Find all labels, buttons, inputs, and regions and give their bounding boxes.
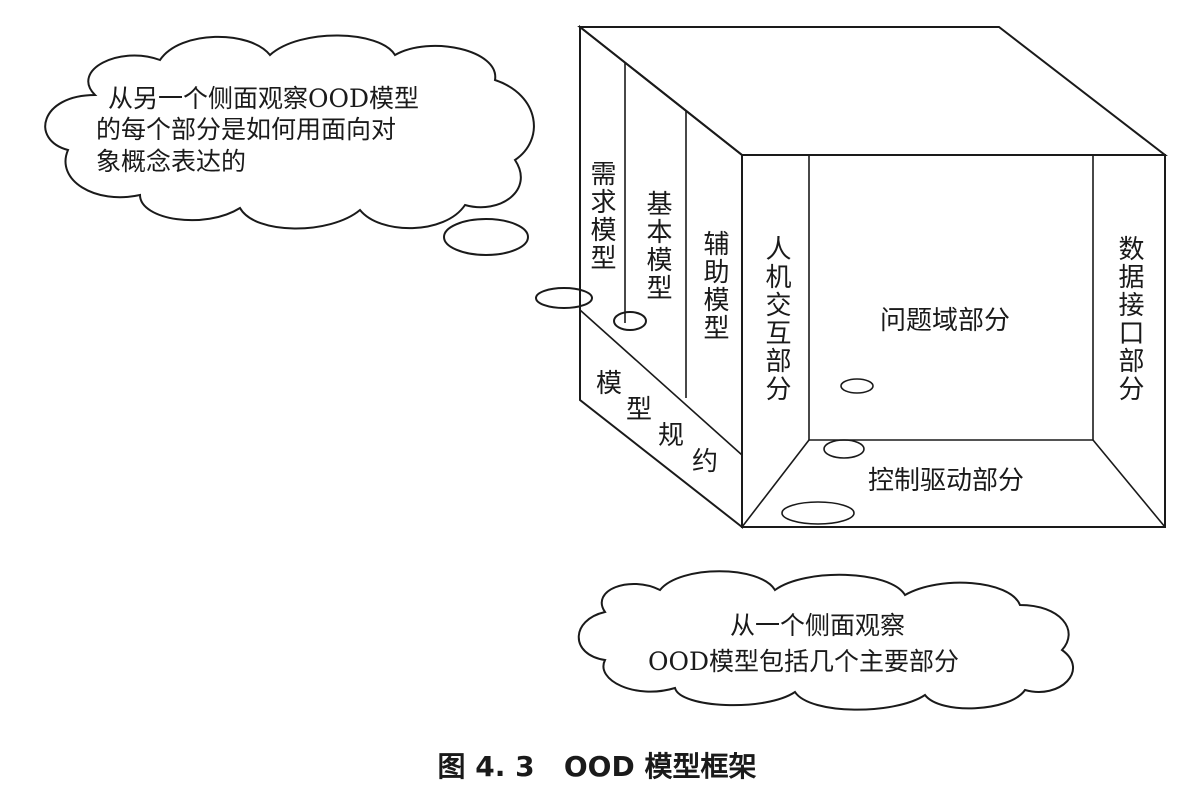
- label-data-interface: 数据接口部分: [1114, 235, 1144, 403]
- label-auxiliary-model: 辅助模型: [699, 230, 729, 342]
- label-human-interaction: 人机交互部分: [761, 235, 791, 403]
- side-spec-separator: [579, 309, 743, 456]
- top-cloud-line-3: 象概念表达的: [96, 147, 246, 176]
- svg-text:型: 型: [626, 395, 652, 425]
- figure-caption: 图 4. 3 OOD 模型框架: [438, 750, 757, 783]
- label-requirements-model: 需求模型: [586, 160, 616, 272]
- front-bubble-1: [840, 378, 874, 394]
- front-bubble-2: [823, 439, 865, 459]
- label-model-spec: 模 型 规 约: [596, 369, 718, 477]
- top-cloud-line-2: 的每个部分是如何用面向对: [96, 115, 396, 144]
- bottom-cloud-line-1: 从一个侧面观察: [730, 611, 905, 640]
- svg-text:模: 模: [596, 369, 622, 399]
- label-control-driver: 控制驱动部分: [868, 466, 1024, 496]
- svg-text:规: 规: [658, 421, 684, 451]
- cube-front-face: [741, 154, 1166, 528]
- label-problem-domain: 问题域部分: [880, 306, 1010, 336]
- thought-cloud-bottom: [577, 570, 1075, 711]
- thought-bubble-large: [443, 218, 529, 256]
- front-diag-right: [1092, 439, 1166, 528]
- thought-bubble-small: [613, 311, 647, 331]
- front-bubble-3: [781, 501, 855, 525]
- bottom-cloud-line-2: OOD模型包括几个主要部分: [648, 647, 959, 676]
- top-cloud-line-1: 从另一个侧面观察OOD模型: [108, 84, 419, 113]
- label-basic-model: 基本模型: [642, 190, 672, 302]
- cube-top-face: [577, 26, 1168, 156]
- thought-bubble-medium: [535, 287, 593, 309]
- front-diag-left: [741, 439, 810, 528]
- thought-cloud-top-left: [44, 34, 535, 230]
- svg-text:约: 约: [692, 447, 718, 477]
